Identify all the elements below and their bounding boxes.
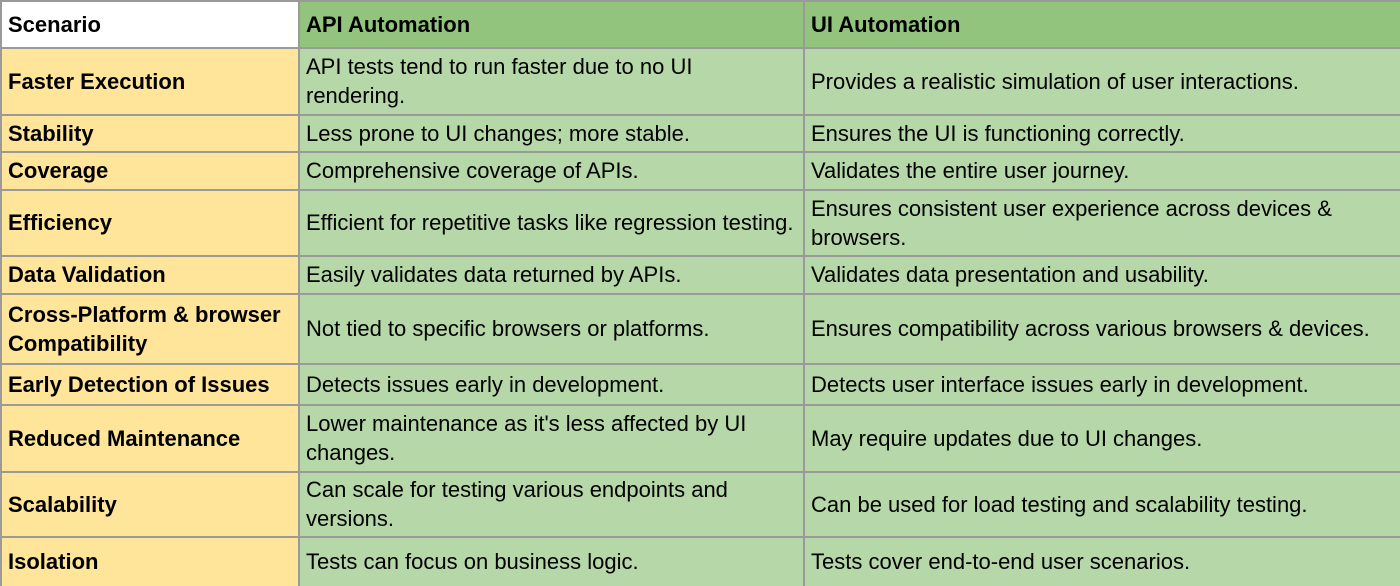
table-row: Isolation Tests can focus on business lo…: [0, 536, 1400, 586]
ui-cell: Tests cover end-to-end user scenarios.: [803, 536, 1400, 586]
api-cell: Efficient for repetitive tasks like regr…: [298, 189, 805, 257]
api-cell: Less prone to UI changes; more stable.: [298, 114, 805, 153]
table-row: Data Validation Easily validates data re…: [0, 255, 1400, 295]
table-row: Cross-Platform & browser Compatibility N…: [0, 293, 1400, 365]
ui-cell: Can be used for load testing and scalabi…: [803, 471, 1400, 538]
ui-cell: Detects user interface issues early in d…: [803, 363, 1400, 406]
api-cell: Can scale for testing various endpoints …: [298, 471, 805, 538]
scenario-cell: Cross-Platform & browser Compatibility: [0, 293, 300, 365]
scenario-cell: Scalability: [0, 471, 300, 538]
table-row: Faster Execution API tests tend to run f…: [0, 47, 1400, 116]
api-cell: API tests tend to run faster due to no U…: [298, 47, 805, 116]
header-scenario: Scenario: [0, 0, 300, 49]
header-ui-automation: UI Automation: [803, 0, 1400, 49]
ui-cell: Validates data presentation and usabilit…: [803, 255, 1400, 295]
scenario-cell: Efficiency: [0, 189, 300, 257]
ui-cell: Validates the entire user journey.: [803, 151, 1400, 191]
api-cell: Not tied to specific browsers or platfor…: [298, 293, 805, 365]
scenario-cell: Coverage: [0, 151, 300, 191]
table-row: Scalability Can scale for testing variou…: [0, 471, 1400, 538]
api-cell: Lower maintenance as it's less affected …: [298, 404, 805, 473]
scenario-cell: Reduced Maintenance: [0, 404, 300, 473]
table-row: Efficiency Efficient for repetitive task…: [0, 189, 1400, 257]
header-row: Scenario API Automation UI Automation: [0, 0, 1400, 49]
scenario-cell: Faster Execution: [0, 47, 300, 116]
table-row: Reduced Maintenance Lower maintenance as…: [0, 404, 1400, 473]
scenario-cell: Isolation: [0, 536, 300, 586]
ui-cell: Ensures consistent user experience acros…: [803, 189, 1400, 257]
header-api-automation: API Automation: [298, 0, 805, 49]
api-cell: Tests can focus on business logic.: [298, 536, 805, 586]
api-cell: Detects issues early in development.: [298, 363, 805, 406]
ui-cell: Provides a realistic simulation of user …: [803, 47, 1400, 116]
ui-cell: Ensures the UI is functioning correctly.: [803, 114, 1400, 153]
table-row: Early Detection of Issues Detects issues…: [0, 363, 1400, 406]
scenario-cell: Data Validation: [0, 255, 300, 295]
scenario-cell: Stability: [0, 114, 300, 153]
ui-cell: Ensures compatibility across various bro…: [803, 293, 1400, 365]
table-row: Stability Less prone to UI changes; more…: [0, 114, 1400, 153]
table-row: Coverage Comprehensive coverage of APIs.…: [0, 151, 1400, 191]
scenario-cell: Early Detection of Issues: [0, 363, 300, 406]
ui-cell: May require updates due to UI changes.: [803, 404, 1400, 473]
api-cell: Easily validates data returned by APIs.: [298, 255, 805, 295]
api-cell: Comprehensive coverage of APIs.: [298, 151, 805, 191]
